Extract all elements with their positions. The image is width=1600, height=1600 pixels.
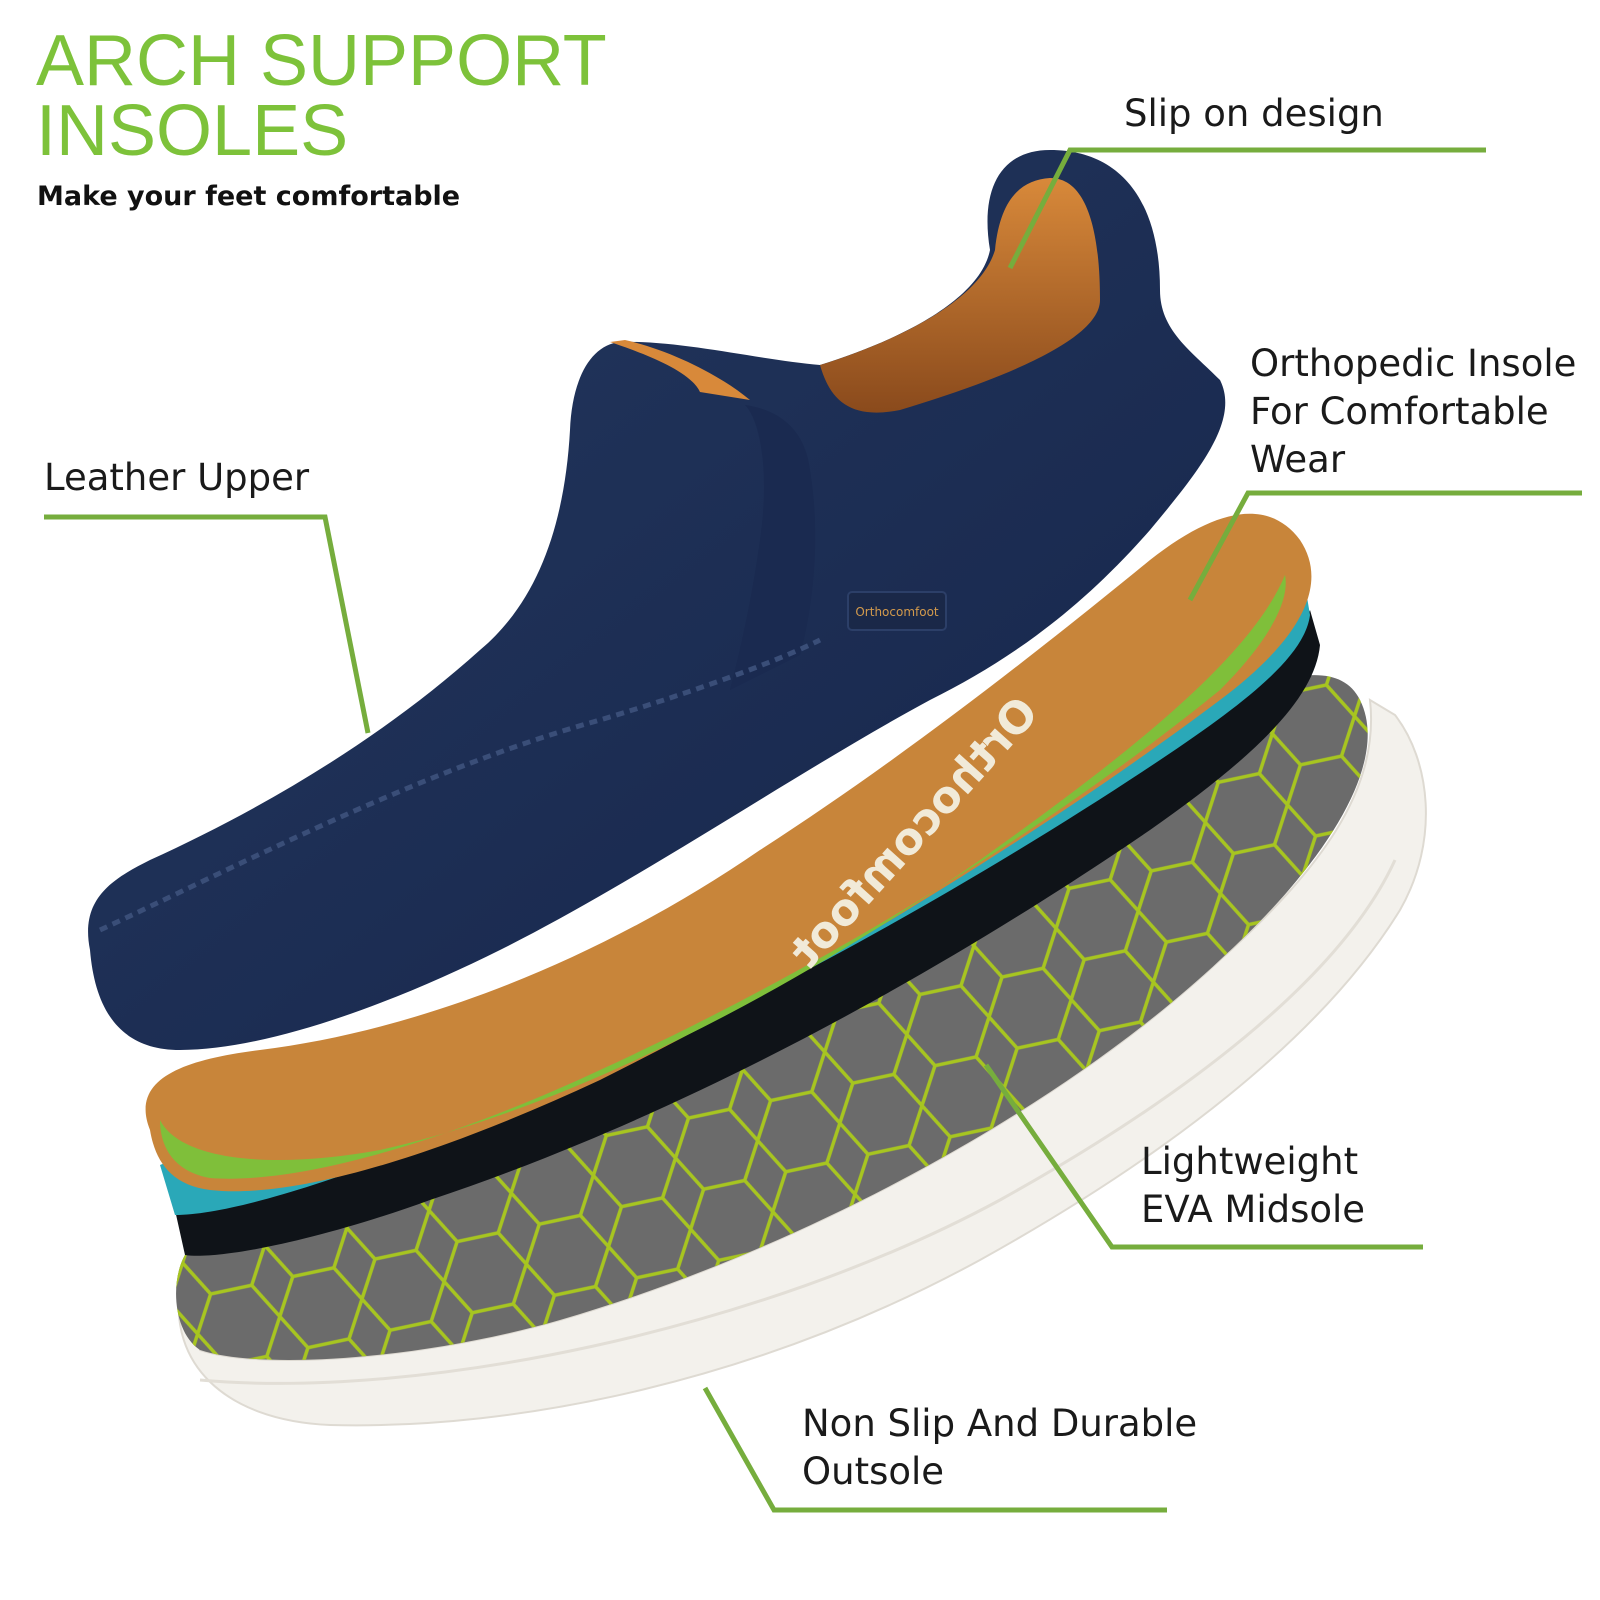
slip-on-leader bbox=[1007, 147, 1486, 270]
callout-outsole: Non Slip And Durable Outsole bbox=[802, 1400, 1197, 1496]
outsole-leader bbox=[702, 1386, 1167, 1513]
title-line-2: INSOLES bbox=[36, 91, 349, 171]
callout-text: Slip on design bbox=[1124, 92, 1384, 135]
callout-slip-on-design: Slip on design bbox=[1124, 90, 1384, 138]
callout-text: Outsole bbox=[802, 1450, 945, 1493]
leather-upper: Orthocomfoot bbox=[88, 150, 1226, 1050]
callout-text: Leather Upper bbox=[44, 456, 310, 499]
midsole-leader bbox=[983, 1063, 1423, 1250]
callout-text: Non Slip And Durable bbox=[802, 1402, 1198, 1445]
title-line-1: ARCH SUPPORT bbox=[36, 21, 607, 101]
callout-eva-midsole: Lightweight EVA Midsole bbox=[1141, 1138, 1365, 1234]
orthopedic-leader bbox=[1187, 490, 1582, 602]
tag-brand-text: Orthocomfoot bbox=[855, 605, 939, 619]
leather-leader bbox=[44, 514, 371, 734]
page-title: ARCH SUPPORT INSOLES bbox=[36, 21, 607, 171]
brand-tag bbox=[847, 591, 947, 631]
callout-text: Orthopedic Insole bbox=[1250, 342, 1577, 385]
leader-lines bbox=[44, 147, 1582, 1513]
callout-text: EVA Midsole bbox=[1141, 1188, 1366, 1231]
callout-text: For Comfortable bbox=[1250, 390, 1549, 433]
callout-orthopedic-insole: Orthopedic Insole For Comfortable Wear bbox=[1250, 340, 1576, 484]
callout-text: Lightweight bbox=[1141, 1140, 1359, 1183]
callout-leather-upper: Leather Upper bbox=[44, 454, 309, 502]
callout-text: Wear bbox=[1250, 438, 1346, 481]
page-subtitle: Make your feet comfortable bbox=[37, 181, 461, 212]
